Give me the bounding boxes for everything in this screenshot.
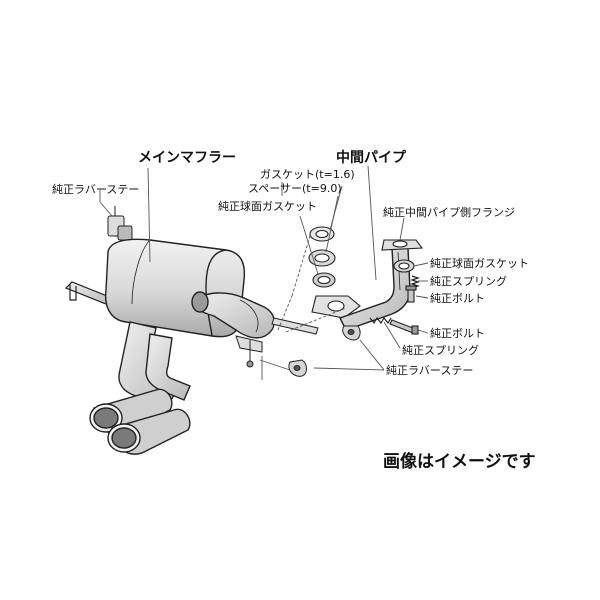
label-genuine-bolt-right: 純正ボルト xyxy=(430,292,485,305)
label-genuine-spherical-gasket-right: 純正球面ガスケット xyxy=(430,257,529,270)
label-center-pipe: 中間パイプ xyxy=(336,150,406,166)
label-spacer: スペーサー(t=9.0) xyxy=(248,182,342,195)
tail-pipes xyxy=(89,321,191,455)
lower-hanger-bracket xyxy=(235,317,319,368)
exploded-gaskets xyxy=(308,226,361,319)
image-note: 画像はイメージです xyxy=(383,452,536,472)
label-genuine-center-pipe-flange: 純正中間パイプ側フランジ xyxy=(383,206,515,219)
label-genuine-spring-right: 純正スプリング xyxy=(430,275,507,288)
label-main-muffler: メインマフラー xyxy=(138,150,236,166)
label-genuine-spring-lower: 純正スプリング xyxy=(402,344,479,357)
label-gasket: ガスケット(t=1.6) xyxy=(260,168,355,181)
rubber-stay-left-part xyxy=(107,206,133,241)
label-genuine-spherical-gasket-top: 純正球面ガスケット xyxy=(218,200,317,213)
lower-spring-bolt xyxy=(369,316,419,335)
rubber-stay-lower-part xyxy=(288,325,361,377)
leader-lines xyxy=(99,165,429,380)
label-genuine-rubber-stay-left: 純正ラバーステー xyxy=(52,183,140,196)
label-genuine-bolt-lower: 純正ボルト xyxy=(430,327,485,340)
center-flange-assembly xyxy=(381,239,424,303)
muffler-inlet-pipe xyxy=(191,291,275,339)
label-genuine-rubber-stay-lower: 純正ラバーステー xyxy=(386,364,474,377)
